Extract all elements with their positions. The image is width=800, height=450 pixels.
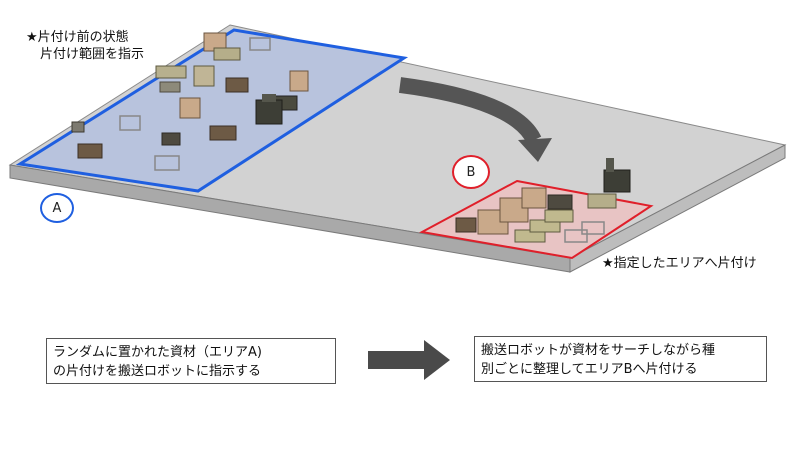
step1-line1: ランダムに置かれた資材（エリアA) [53, 345, 262, 360]
warehouse-floor-illustration [8, 24, 787, 273]
area-b-label: B [452, 155, 490, 189]
robot-a [255, 94, 283, 125]
step2-line1: 搬送ロボットが資材をサーチしながら種 [481, 343, 716, 358]
area-a-label: A [40, 193, 74, 223]
after-annotation: ★指定したエリアへ片付け [602, 256, 757, 271]
floor-edge-right [569, 144, 786, 273]
step2-line2: 別ごとに整理してエリアBへ片付ける [481, 362, 698, 377]
before-annotation-line1: ★片付け前の状態 [26, 30, 129, 45]
before-annotation-line2: 片付け範囲を指示 [40, 47, 145, 62]
step1-line2: の片付けを搬送ロボットに指示する [53, 364, 262, 379]
step1-box: ランダムに置かれた資材（エリアA) の片付けを搬送ロボットに指示する [46, 338, 336, 384]
move-arrow-head [518, 138, 552, 162]
move-arrow [398, 77, 542, 144]
robot-b [603, 158, 631, 193]
organized-materials [455, 187, 617, 243]
scattered-materials [71, 32, 309, 171]
flow-arrow [368, 340, 450, 380]
step2-box: 搬送ロボットが資材をサーチしながら種 別ごとに整理してエリアBへ片付ける [474, 336, 767, 382]
area-a-zone [15, 28, 409, 193]
